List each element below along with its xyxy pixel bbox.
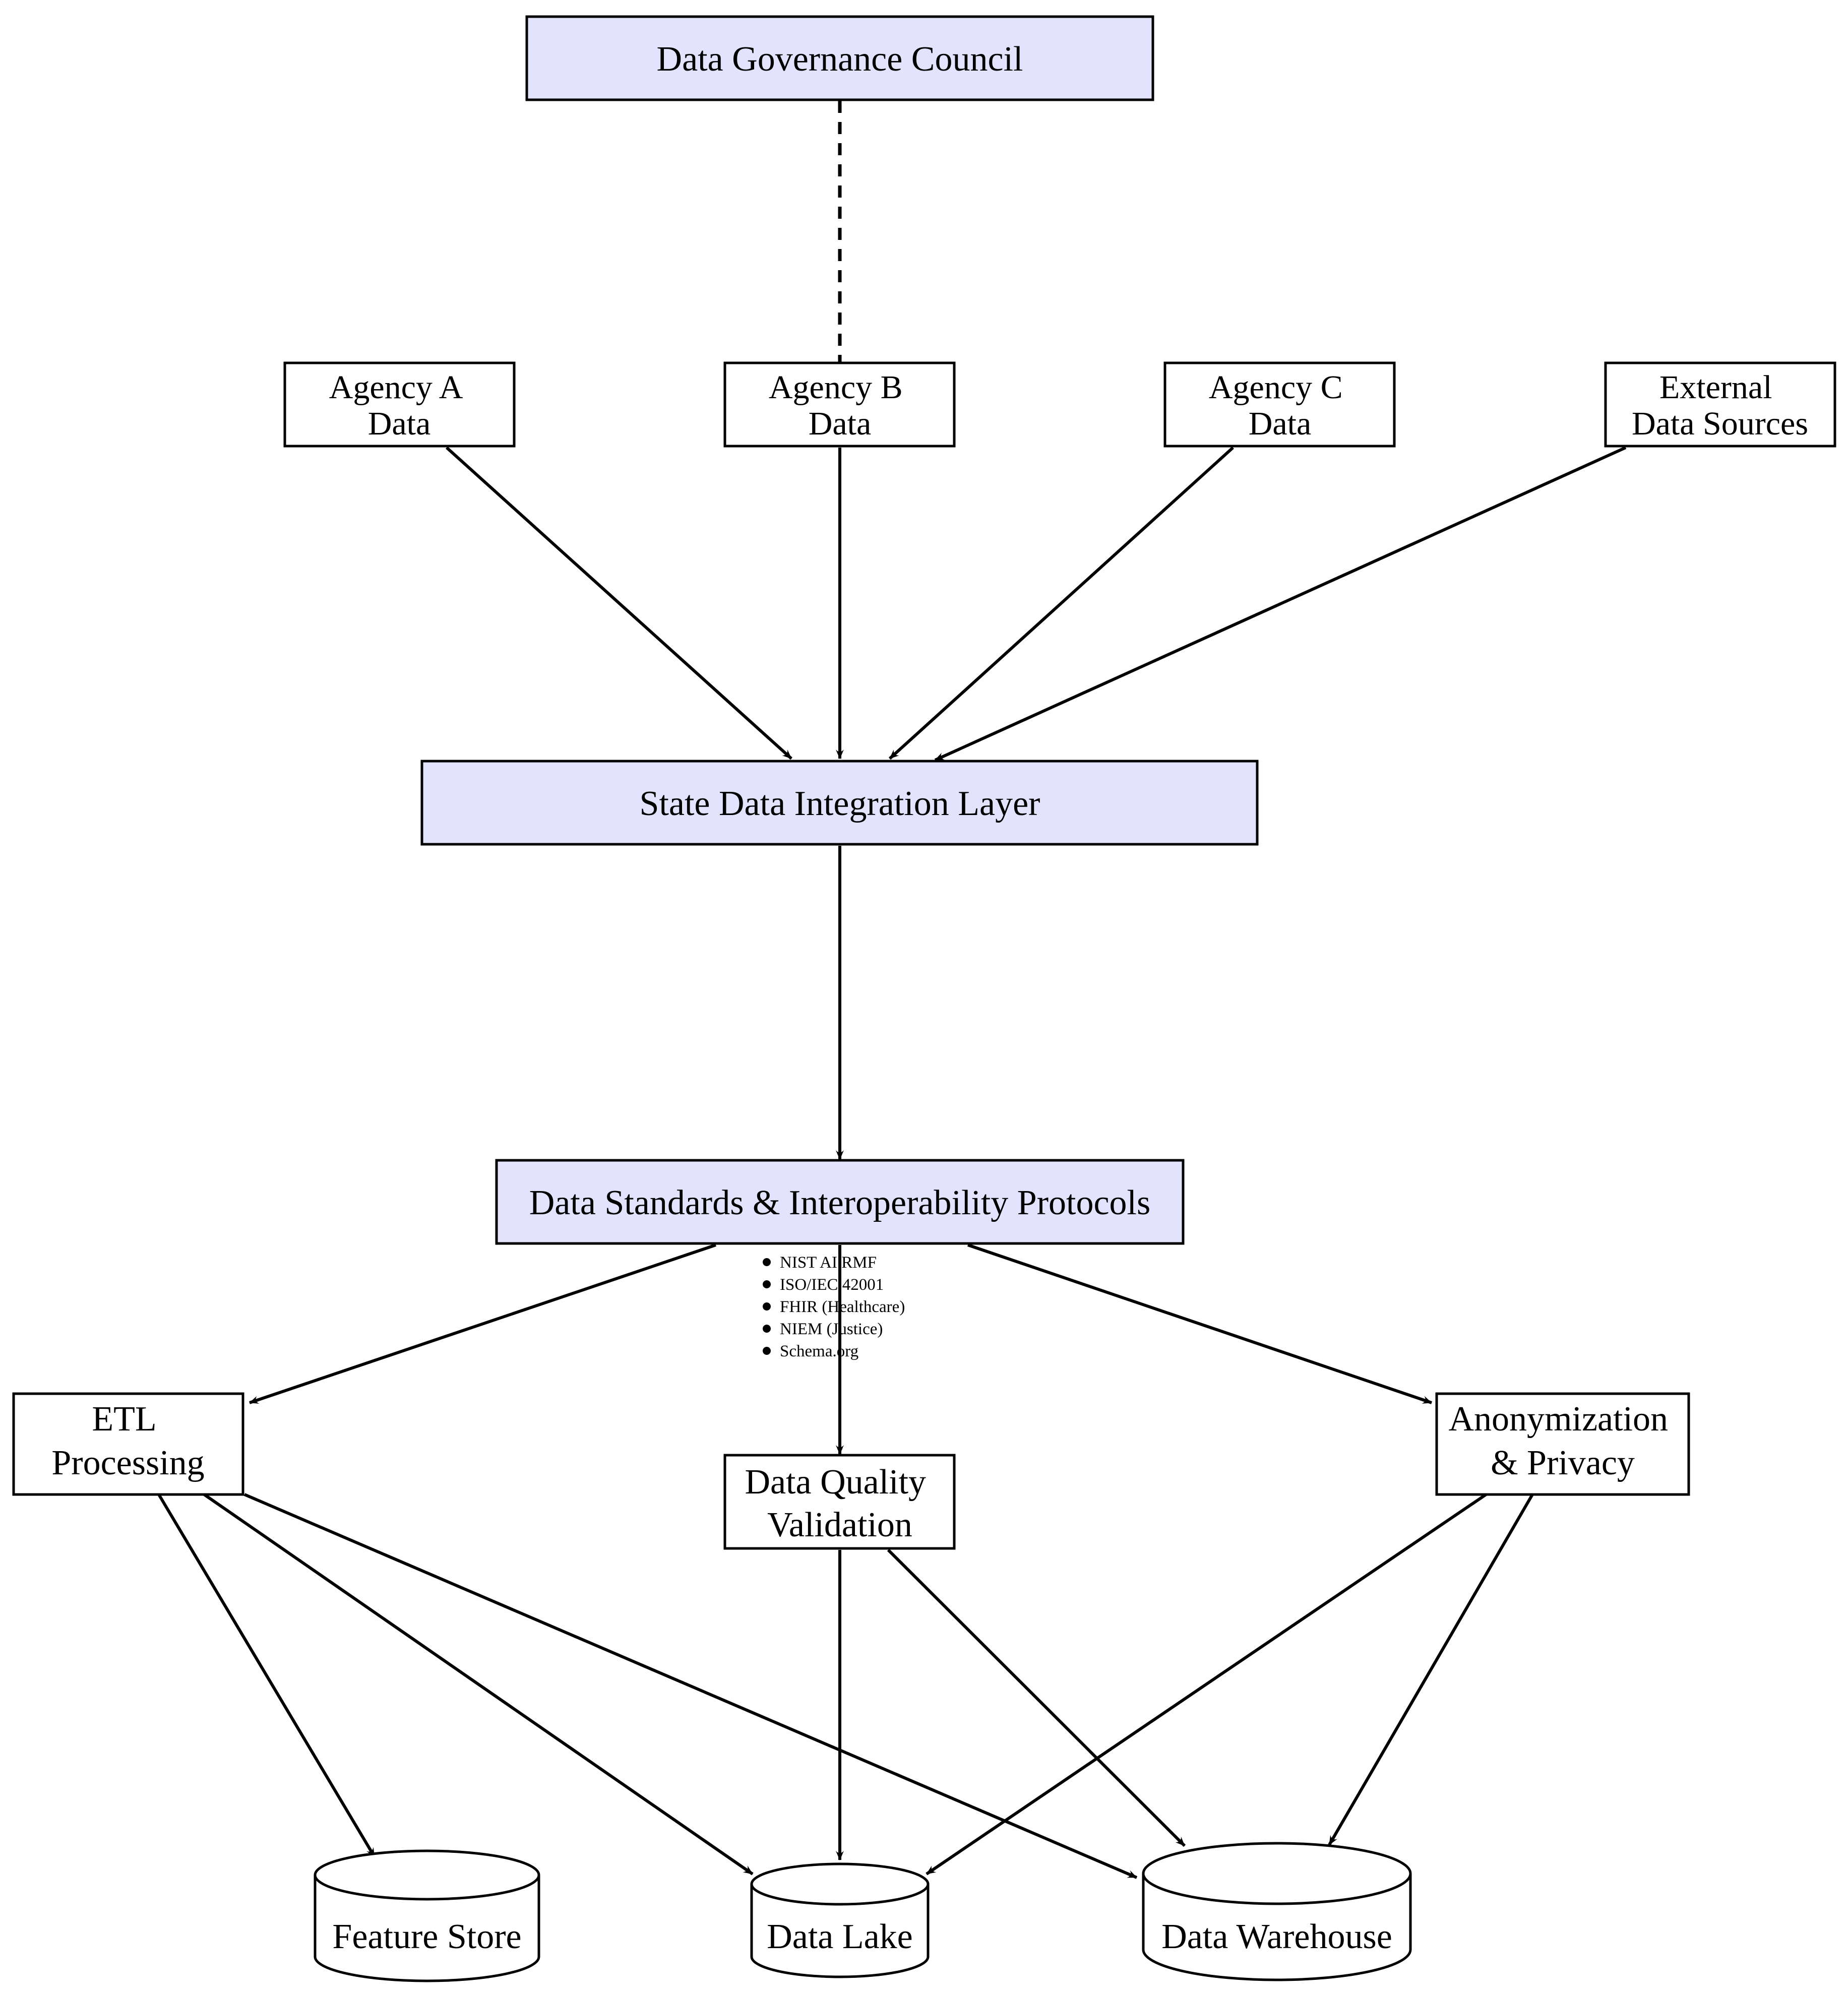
node-data-warehouse-label: Data Warehouse <box>1161 1917 1392 1956</box>
edge-external-to-integration <box>934 446 1627 762</box>
node-feature-store-label: Feature Store <box>332 1917 521 1956</box>
bullet-dot <box>763 1258 771 1266</box>
node-external-box <box>1604 361 1836 448</box>
nodes: Data Governance Council Agency A Data Ag… <box>12 15 1836 1982</box>
node-council-label: Data Governance Council <box>657 40 1023 79</box>
node-external-label: External Data Sources <box>1632 369 1808 442</box>
edge-agency-a-to-integration <box>445 446 793 760</box>
standard-item: ISO/IEC 42001 <box>780 1276 884 1294</box>
node-council-box <box>525 15 1154 101</box>
node-agency-c-label: Agency C Data <box>1209 369 1351 442</box>
node-integration-label: State Data Integration Layer <box>640 784 1040 823</box>
edge-standards-to-etl <box>249 1243 716 1404</box>
cylinder-top <box>314 1849 540 1901</box>
edge-quality-to-data-warehouse <box>887 1548 1186 1847</box>
cylinder-top <box>1142 1842 1412 1905</box>
node-anonymization-label: Anonymization & Privacy <box>1449 1400 1677 1482</box>
node-data-lake: Data Lake <box>750 1862 930 1978</box>
node-anonymization-box <box>1435 1392 1690 1496</box>
edge-etl-to-feature-store <box>157 1493 376 1858</box>
edge-etl-to-data-lake <box>203 1493 754 1876</box>
edge-anonymization-to-data-lake <box>926 1493 1487 1876</box>
node-quality-label: Data Quality Validation <box>745 1463 935 1544</box>
node-agency-b-label: Agency B Data <box>769 369 911 442</box>
node-data-lake-label: Data Lake <box>767 1917 913 1956</box>
node-agency-c-box <box>1163 361 1396 448</box>
edge-anonymization-to-data-warehouse <box>1328 1493 1534 1846</box>
cylinder-body <box>314 1875 540 1982</box>
bullet-dot <box>763 1280 771 1288</box>
bullet-dot <box>763 1347 771 1355</box>
bullet-dot <box>763 1325 771 1333</box>
standard-item: FHIR (Healthcare) <box>780 1298 905 1316</box>
node-standards-box <box>495 1159 1185 1245</box>
node-quality-box <box>723 1454 956 1550</box>
node-feature-store: Feature Store <box>314 1849 540 1982</box>
node-data-warehouse: Data Warehouse <box>1142 1842 1412 1981</box>
bullet-dot <box>763 1302 771 1311</box>
cylinder-top <box>750 1862 930 1906</box>
edge-etl-to-data-warehouse <box>243 1493 1138 1879</box>
node-agency-b-box <box>723 361 956 448</box>
node-agency-a-box <box>283 361 516 448</box>
edge-agency-c-to-integration <box>888 446 1235 760</box>
cylinder-body <box>750 1884 930 1978</box>
node-agency-a-label: Agency A Data <box>329 369 470 442</box>
node-standards-label: Data Standards & Interoperability Protoc… <box>529 1183 1151 1222</box>
standards-bullet-list: NIST AI RMF ISO/IEC 42001 FHIR (Healthca… <box>763 1254 905 1360</box>
node-integration-box <box>420 760 1259 846</box>
node-etl-box <box>12 1392 244 1496</box>
standard-item: NIEM (Justice) <box>780 1320 883 1338</box>
node-etl-label: ETL Processing <box>51 1400 204 1482</box>
edge-standards-to-anonymization <box>967 1243 1432 1404</box>
standard-item: NIST AI RMF <box>780 1254 877 1272</box>
edges <box>157 101 1627 1879</box>
standard-item: Schema.org <box>780 1342 858 1360</box>
